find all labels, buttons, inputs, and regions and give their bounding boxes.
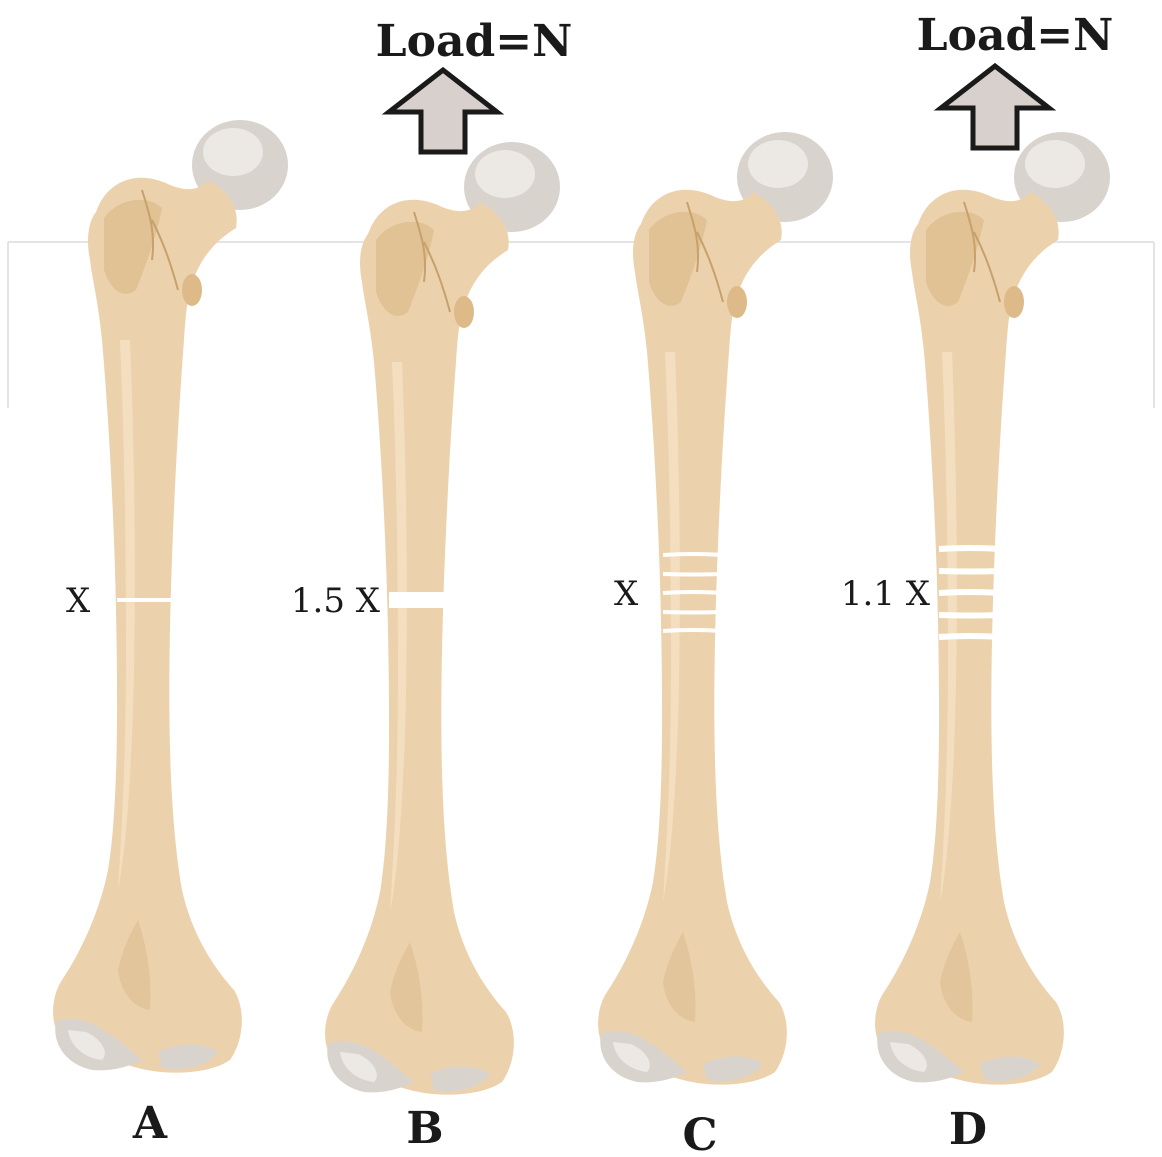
fracture-gap	[939, 548, 1001, 549]
fracture-gap	[663, 574, 723, 575]
panel-letter-b: B	[406, 1103, 443, 1153]
fracture-gap	[663, 612, 723, 613]
gap-label-d: 1.1 X	[841, 574, 931, 614]
fracture-gap	[939, 615, 1001, 616]
load-arrow-icon	[941, 66, 1049, 148]
fracture-lines-a	[117, 598, 179, 602]
panel-letter-c: C	[682, 1110, 717, 1153]
bones-layer	[53, 120, 1110, 1095]
panel-letter-a: A	[132, 1098, 168, 1149]
fracture-gap	[663, 592, 723, 593]
gap-label-c: X	[614, 574, 639, 614]
fracture-gap	[939, 592, 1001, 593]
fracture-gap	[939, 636, 1001, 637]
fracture-gap	[939, 571, 1001, 572]
fracture-gap	[663, 630, 723, 631]
load-label-b: Load=N	[376, 16, 573, 67]
fracture-gap	[389, 592, 451, 608]
load-arrow-icon	[389, 70, 497, 152]
load-label-d: Load=N	[917, 10, 1114, 61]
fracture-gap	[117, 598, 179, 602]
fracture-gap	[663, 554, 723, 555]
panel-letter-d: D	[949, 1104, 987, 1153]
gap-label-b: 1.5 X	[291, 581, 381, 621]
gap-label-a: X	[66, 581, 91, 621]
fracture-lines-b	[389, 592, 451, 608]
